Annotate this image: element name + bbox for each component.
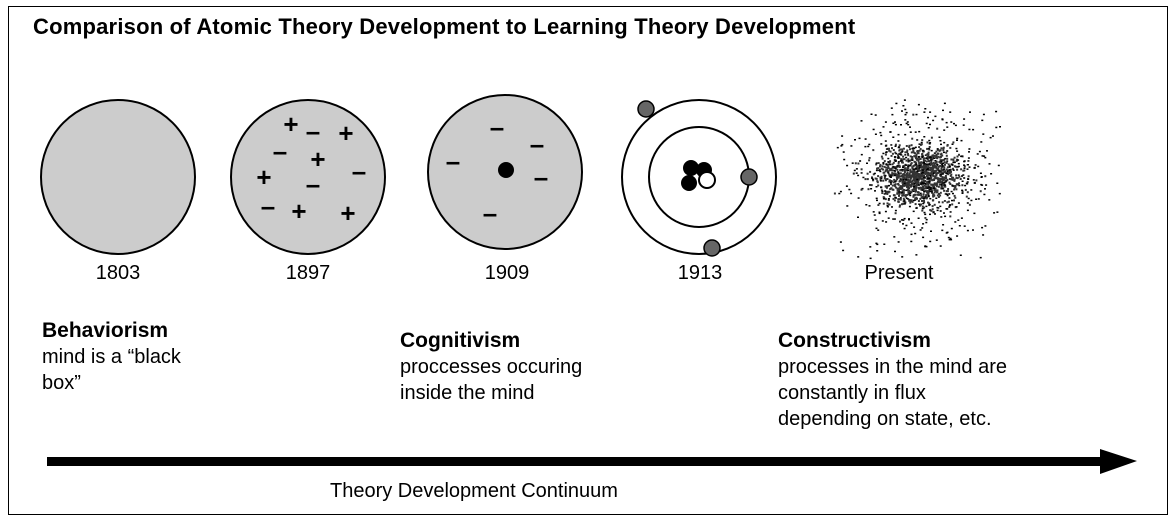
svg-text:–: –	[306, 116, 320, 146]
svg-text:–: –	[273, 136, 287, 166]
bohr-orbit-icon	[621, 99, 777, 257]
svg-text:+: +	[310, 144, 325, 174]
svg-text:–: –	[530, 129, 544, 159]
theory-name: Behaviorism	[42, 319, 169, 342]
year-label: Present	[864, 262, 934, 284]
continuum-label: Theory Development Continuum	[330, 480, 618, 502]
svg-text:–: –	[490, 112, 504, 142]
theory-name: Cognitivism	[400, 329, 521, 352]
year-label: 1913	[677, 262, 723, 284]
svg-text:–: –	[446, 146, 460, 176]
svg-text:–: –	[261, 191, 275, 221]
svg-text:–: –	[306, 169, 320, 199]
svg-text:–: –	[534, 162, 548, 192]
year-label: 1803	[95, 262, 141, 284]
nuclear-atom-icon: – – – – –	[427, 94, 583, 250]
diagram-title: Comparison of Atomic Theory Development …	[33, 14, 856, 39]
theory-cognitivism: Cognitivism proccesses occuring inside t…	[400, 328, 582, 406]
year-label: 1897	[285, 262, 331, 284]
theory-constructivism: Constructivism processes in the mind are…	[778, 328, 1007, 432]
continuum-arrow	[47, 449, 1137, 474]
theory-description: proccesses occuring inside the mind	[400, 356, 583, 404]
theory-name: Constructivism	[778, 329, 931, 352]
svg-text:–: –	[352, 156, 366, 186]
solid-sphere-icon	[40, 99, 196, 255]
svg-text:+: +	[338, 118, 353, 148]
svg-text:+: +	[256, 162, 271, 192]
svg-text:–: –	[483, 198, 497, 228]
theory-behaviorism: Behaviorism mind is a “black box”	[42, 318, 181, 396]
plum-pudding-icon: + – + – + + – – – + +	[230, 99, 386, 255]
theory-description: processes in the mind are constantly in …	[778, 356, 1008, 430]
diagram-frame	[8, 6, 1168, 515]
svg-text:+: +	[283, 109, 298, 139]
svg-text:+: +	[340, 198, 355, 228]
year-label: 1909	[484, 262, 530, 284]
svg-text:+: +	[291, 196, 306, 226]
electron-cloud-icon	[833, 99, 1001, 260]
theory-description: mind is a “black box”	[42, 346, 181, 394]
